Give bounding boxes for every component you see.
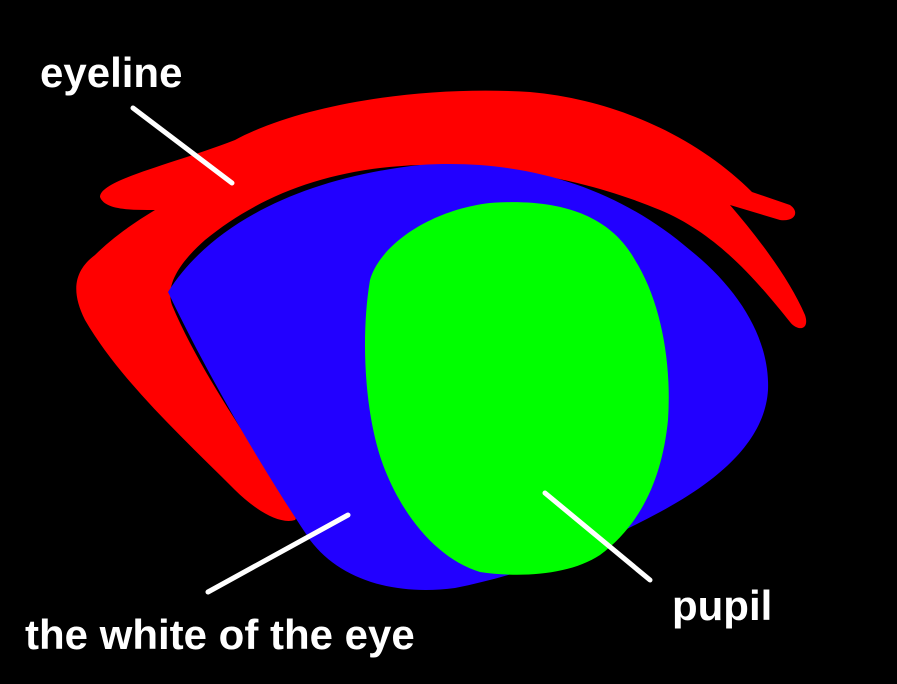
- pupil-leader-line: [542, 490, 653, 583]
- eyeline-shape: [76, 90, 807, 521]
- white-of-eye-leader-line: [205, 512, 351, 595]
- pupil-shape: [365, 202, 669, 575]
- white-of-eye-label: the white of the eye: [25, 611, 415, 658]
- eyeline-leader-line: [130, 105, 235, 186]
- eyeline-label: eyeline: [40, 49, 183, 96]
- pupil-label: pupil: [672, 582, 773, 629]
